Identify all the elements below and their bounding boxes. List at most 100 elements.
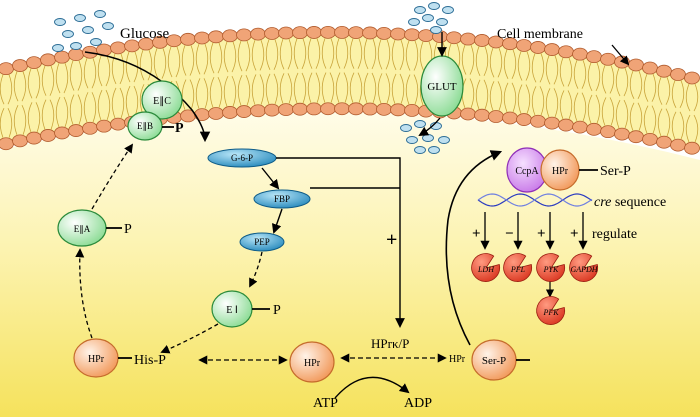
lipid-tail (643, 73, 649, 102)
ccpa-ser-p-label: Ser-P (600, 164, 631, 179)
arrow-hpr-to-eiia (75, 248, 93, 339)
his-p-label: His-P (134, 353, 166, 368)
lipid-tail (693, 114, 699, 143)
glucose-dot (438, 136, 450, 144)
lipid-tail (77, 60, 83, 91)
lipid-tail (195, 78, 201, 109)
lipid-tail (581, 59, 587, 89)
lipid-head (390, 103, 406, 117)
lipid-tail (643, 105, 649, 134)
lipid-tail (21, 71, 27, 102)
lipid-tail (55, 96, 61, 128)
glut-label: GLUT (427, 81, 457, 93)
lipid-tail (13, 105, 19, 135)
lipid-tail (119, 53, 125, 85)
glucose-dot (422, 134, 434, 142)
lipid-tail (489, 81, 495, 111)
lipid-tail (27, 68, 33, 99)
lipid-tail (97, 89, 103, 121)
lipid-tail (41, 65, 47, 96)
lipid-tail (553, 55, 559, 85)
lipid-tail (657, 77, 663, 105)
lipid-head (502, 111, 518, 125)
lipid-tail (391, 73, 397, 104)
lipid-tail (469, 44, 475, 75)
lipid-tail (671, 111, 677, 140)
cre-dna-helix (477, 193, 593, 207)
glucose-molecules (52, 2, 454, 154)
atp-label: ATP (313, 396, 338, 411)
glucose-dot (428, 2, 440, 10)
lipid-head (110, 41, 126, 55)
lipid-tail (629, 102, 635, 131)
lipid-tail (195, 43, 201, 75)
lipid-tail (223, 75, 229, 107)
lipid-head (0, 137, 14, 151)
lipid-tail (41, 99, 47, 130)
glucose-dot (90, 38, 102, 46)
lipid-head (334, 26, 350, 39)
cre-italic: cre (594, 195, 611, 210)
regulation-sign: + (472, 226, 481, 242)
lipid-head (642, 132, 658, 146)
lipid-tail (497, 47, 503, 78)
lipid-tail (475, 46, 481, 76)
lipid-tail (49, 99, 55, 130)
glucose-dot (414, 146, 426, 154)
fbp-label: FBP (274, 194, 290, 204)
lipid-head (474, 34, 490, 47)
hpr-center-label: HPr (304, 358, 321, 369)
lipid-tail (349, 38, 355, 69)
enzyme-pyk: PYK (536, 253, 566, 282)
lipid-head (670, 68, 686, 81)
lipid-tail (329, 72, 335, 103)
lipid-tail (665, 108, 671, 137)
hpr-his-label: HPr (88, 354, 105, 365)
glucose-dot (62, 30, 74, 38)
lipid-tail (629, 70, 635, 100)
lipid-head (222, 29, 238, 43)
glucose-dot (102, 22, 114, 30)
lipid-head (26, 56, 42, 70)
lipid-head (40, 129, 56, 142)
lipid-tail (111, 87, 117, 119)
lipid-tail (105, 89, 111, 121)
lipid-tail (567, 57, 573, 87)
lipid-tail (307, 38, 313, 69)
lipid-tail (469, 78, 475, 109)
lipid-tail (545, 88, 551, 118)
lipid-tail (531, 86, 537, 116)
lipid-tail (525, 84, 531, 114)
lipid-head (488, 110, 504, 123)
lipid-head (600, 52, 616, 66)
lipid-head (404, 104, 420, 117)
glucose-dot (414, 6, 426, 14)
lipid-tail (63, 96, 69, 128)
lipid-tail (553, 88, 559, 118)
lipid-head (586, 122, 602, 136)
lipid-tail (203, 78, 209, 109)
lipid-tail (461, 44, 467, 75)
lipid-heads-inner (0, 102, 700, 155)
lipid-head (292, 26, 308, 40)
lipid-tail (321, 72, 327, 103)
lipid-tail (245, 40, 251, 72)
lipid-tail (265, 73, 271, 105)
lipid-head (516, 113, 532, 126)
lipid-head (278, 26, 294, 40)
lipid-head (68, 124, 84, 137)
lipid-tail (559, 90, 565, 120)
lipid-tail (321, 38, 327, 69)
lipid-tail (545, 55, 551, 85)
lipid-tail (161, 48, 167, 79)
lipid-head (572, 120, 588, 134)
lipid-head (558, 118, 574, 132)
lipid-tail (385, 39, 391, 70)
lipid-head (362, 26, 378, 40)
lipid-tail (539, 86, 545, 116)
glucose-dot (54, 18, 66, 26)
lipid-head (292, 102, 308, 116)
glucose-dot (400, 124, 412, 132)
